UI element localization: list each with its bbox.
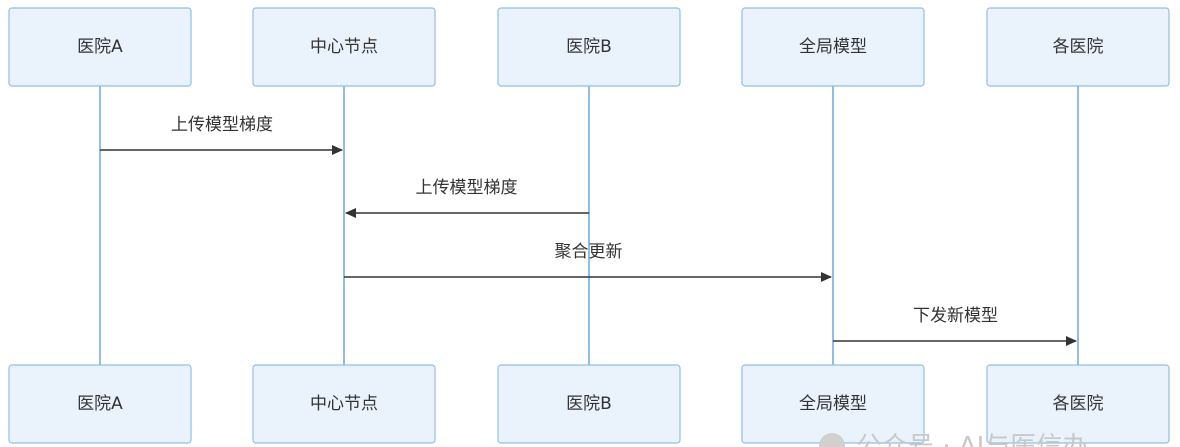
participant-label: 医院A bbox=[77, 394, 123, 414]
message-4: 下发新模型 bbox=[833, 306, 1077, 346]
participant-box bbox=[8, 364, 192, 444]
watermark: 公众号 · AI与医信办 bbox=[819, 432, 1088, 447]
message-label: 下发新模型 bbox=[913, 306, 998, 326]
participant-center-top: 中心节点 bbox=[252, 7, 436, 87]
participant-label: 医院B bbox=[566, 37, 612, 57]
participant-label: 医院B bbox=[566, 394, 612, 414]
participant-label: 各医院 bbox=[1053, 37, 1104, 57]
participant-label: 中心节点 bbox=[310, 37, 378, 57]
participant-hospitalB-top: 医院B bbox=[497, 7, 681, 87]
participant-box bbox=[252, 364, 436, 444]
participant-all-bottom: 各医院 bbox=[986, 364, 1170, 444]
participant-global-bottom: 全局模型 bbox=[741, 364, 925, 444]
participant-hospitalA-top: 医院A bbox=[8, 7, 192, 87]
message-1: 上传模型梯度 bbox=[100, 115, 343, 155]
message-2: 上传模型梯度 bbox=[345, 178, 589, 218]
participant-label: 各医院 bbox=[1053, 394, 1104, 414]
participant-label: 全局模型 bbox=[799, 394, 867, 414]
watermark-text: 公众号 · AI与医信办 bbox=[856, 432, 1088, 447]
participant-box bbox=[741, 7, 925, 87]
participant-all-top: 各医院 bbox=[986, 7, 1170, 87]
participant-label: 医院A bbox=[77, 37, 123, 57]
participant-box bbox=[497, 364, 681, 444]
message-label: 聚合更新 bbox=[555, 242, 623, 262]
participant-hospitalA-bottom: 医院A bbox=[8, 364, 192, 444]
participant-box bbox=[252, 7, 436, 87]
participant-box bbox=[8, 7, 192, 87]
message-3: 聚合更新 bbox=[344, 242, 832, 282]
participant-box bbox=[986, 364, 1170, 444]
participant-label: 全局模型 bbox=[799, 37, 867, 57]
message-label: 上传模型梯度 bbox=[416, 178, 518, 198]
participant-hospitalB-bottom: 医院B bbox=[497, 364, 681, 444]
participant-box bbox=[986, 7, 1170, 87]
message-label: 上传模型梯度 bbox=[171, 115, 273, 135]
participant-box bbox=[497, 7, 681, 87]
participant-center-bottom: 中心节点 bbox=[252, 364, 436, 444]
lifelines bbox=[99, 86, 1079, 365]
participant-label: 中心节点 bbox=[310, 394, 378, 414]
participant-global-top: 全局模型 bbox=[741, 7, 925, 87]
wechat-icon bbox=[819, 433, 845, 447]
